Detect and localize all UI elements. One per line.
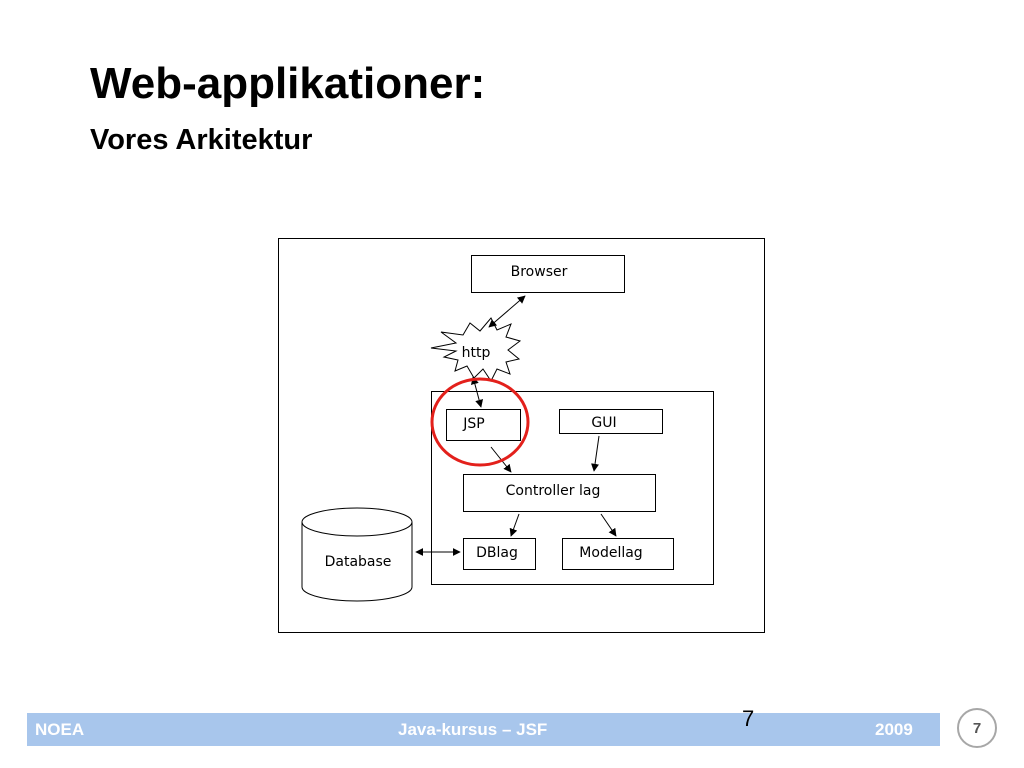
application-boundary — [431, 391, 714, 585]
jsp-node: JSP — [446, 409, 521, 441]
architecture-diagram: Browser http JSP GUI Controller lag DBla… — [278, 238, 765, 633]
jsp-label: JSP — [462, 416, 484, 432]
gui-node: GUI — [559, 409, 663, 434]
footer-year: 2009 — [875, 720, 913, 739]
footer-organization: NOEA — [35, 720, 85, 739]
footer-bar — [27, 713, 940, 746]
controller-label: Controller lag — [506, 483, 601, 499]
slide-number: 7 — [742, 706, 755, 731]
dblag-node: DBlag — [463, 538, 536, 570]
browser-label: Browser — [511, 264, 568, 280]
database-label: Database — [325, 554, 392, 570]
gui-controller-arrow — [591, 435, 600, 472]
jsp-highlight-circle — [430, 377, 530, 467]
footer-course: Java-kursus – JSF — [398, 720, 548, 739]
browser-node: Browser — [471, 255, 625, 293]
http-jsp-arrow — [470, 376, 484, 408]
modellag-node: Modellag — [562, 538, 674, 570]
slide-title: Web-applikationer: — [90, 59, 486, 108]
http-label: http — [462, 345, 491, 361]
http-node: http — [430, 317, 522, 382]
browser-http-arrow — [488, 295, 526, 328]
slide-subtitle: Vores Arkitektur — [90, 124, 313, 156]
dblag-label: DBlag — [476, 545, 518, 561]
page-number-badge: 7 — [957, 708, 997, 748]
controller-node: Controller lag — [463, 474, 656, 512]
controller-dblag-arrow — [509, 513, 520, 537]
modellag-label: Modellag — [579, 545, 642, 561]
gui-label: GUI — [591, 415, 616, 431]
database-node: Database — [301, 507, 413, 602]
controller-modellag-arrow — [600, 513, 617, 537]
